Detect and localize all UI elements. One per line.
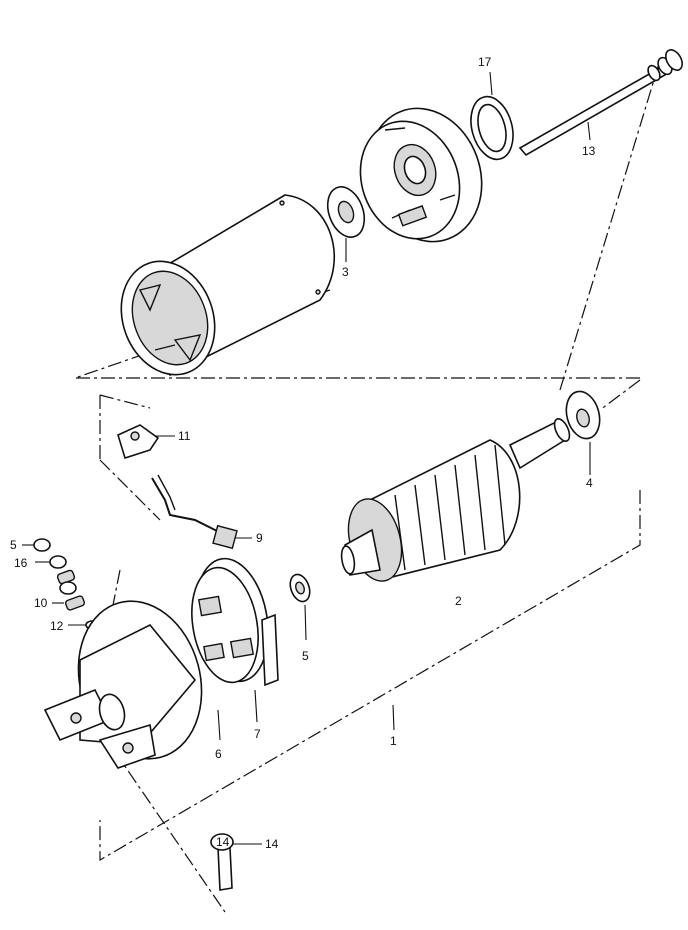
leader-lines [22,71,591,845]
yoke-housing [120,194,336,377]
label-part-5-left: 5 [10,538,17,552]
label-part-17: 17 [478,55,492,69]
front-end-cover [43,600,203,769]
label-part-12: 12 [50,619,64,633]
thrust-washer [565,390,601,440]
label-part-14: 14 [265,837,279,851]
rear-end-cover [359,107,483,243]
through-bolt [518,49,683,157]
label-part-13: 13 [582,144,596,158]
label-part-10: 10 [34,596,48,610]
bolt-14: 14 [210,833,234,891]
label-part-7: 7 [254,727,261,741]
label-part-2: 2 [455,594,462,608]
label-part-16: 16 [14,556,28,570]
armature [340,418,571,582]
o-ring [470,95,514,161]
washer-3 [326,186,366,238]
label-part-6: 6 [215,747,222,761]
part-labels: 1 2 3 4 5 5 6 7 9 10 11 12 13 14 16 17 [10,55,596,851]
brush-lead [151,474,238,550]
label-part-4: 4 [586,476,593,490]
label-part-5-right: 5 [302,649,309,663]
terminal-11 [117,424,160,460]
brush-holder [191,557,279,687]
label-part-9: 9 [256,531,263,545]
label-part-3: 3 [342,265,349,279]
label-part-1: 1 [390,734,397,748]
svg-text:14: 14 [216,835,230,849]
brush-springs-and-brushes [33,538,99,630]
small-washer [289,573,311,603]
label-part-11: 11 [178,429,191,443]
